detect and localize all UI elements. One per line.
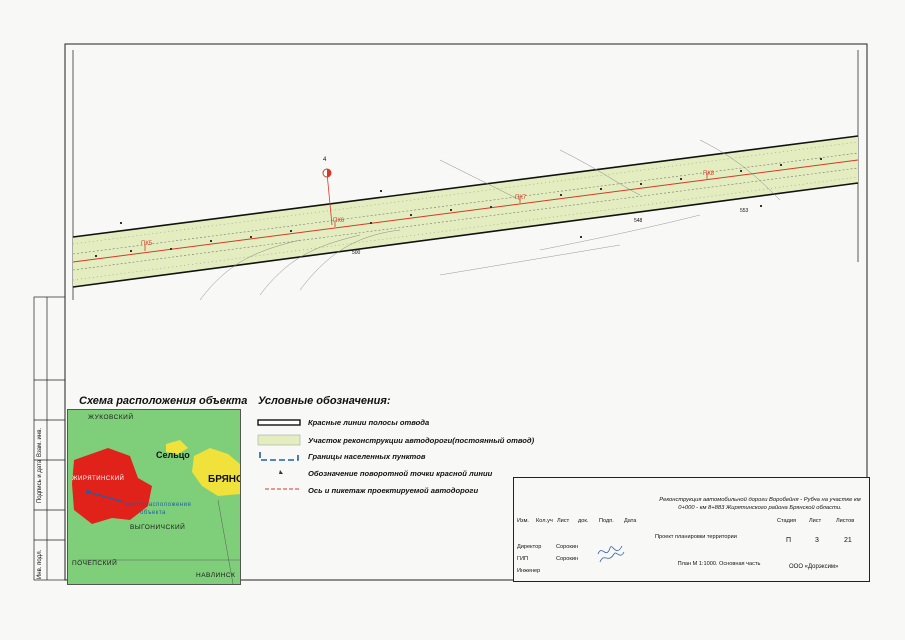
plan-scale: План М 1:1000. Основная часть — [677, 561, 761, 567]
legend-item-boundaries: Границы населенных пунктов — [308, 452, 426, 461]
sheet-value: 3 — [815, 537, 819, 544]
label-pochepsky: ПОЧЕПСКИЙ — [72, 560, 118, 567]
scheme-title: Схема расположения объекта — [79, 395, 248, 407]
side-inv: Инв. подл. — [37, 549, 43, 579]
label-object-location-2: объекта — [140, 510, 166, 516]
signature-icon — [597, 545, 625, 563]
header-doc: док. — [578, 518, 589, 524]
side-sign-date: Подпись и дата — [37, 459, 43, 503]
legend-item-red-lines: Красные линии полосы отвода — [308, 418, 430, 427]
label-navlinsky: НАВЛИНСК — [196, 572, 236, 579]
road-axis — [72, 159, 859, 263]
label-object-location-1: месторасположения — [126, 502, 192, 508]
company-name: ООО «Дорэксим» — [789, 564, 839, 570]
legend-title: Условные обозначения: — [258, 395, 391, 407]
name-director: Сорокин — [556, 544, 579, 550]
legend-boundary-icon — [259, 452, 299, 461]
map-shapes — [72, 440, 240, 584]
selco-area — [166, 440, 188, 454]
sheets-label: Листов — [836, 518, 855, 524]
legend-item-axis: Ось и пикетаж проектируемой автодороги — [308, 486, 479, 495]
legend-red-lines-icon — [257, 419, 301, 426]
label-bryansk: БРЯНС — [208, 474, 241, 485]
location-map[interactable]: ЖУКОВСКИЙ Сельцо БРЯНС ЖИРЯТИНСКИЙ место… — [67, 409, 241, 585]
sheets-value: 21 — [844, 537, 852, 544]
name-gip: Сорокин — [556, 556, 579, 562]
picket-7: ПК7 — [515, 195, 527, 201]
red-line-bottom — [72, 182, 859, 288]
project-title: Реконструкция автомобильной дороги Вороб… — [659, 497, 861, 511]
label-zhukovsky: ЖУКОВСКИЙ — [88, 414, 134, 421]
label-selco: Сельцо — [156, 450, 190, 460]
stage-value: П — [786, 537, 792, 544]
header-list: Лист — [557, 518, 570, 524]
legend-item-area: Участок реконструкции автодороги(постоян… — [308, 436, 535, 445]
header-sign: Подп. — [599, 518, 614, 524]
label-zhiryatinsky: ЖИРЯТИНСКИЙ — [72, 476, 125, 482]
side-stamp: Инв. подл. Подпись и дата Взам. инв. — [34, 297, 65, 580]
legend-item-turning-point: Обозначение поворотной точки красной лин… — [308, 469, 493, 478]
side-vzam: Взам. инв. — [37, 427, 43, 457]
section-title: Проект планировки территории — [655, 534, 737, 540]
sheet-label: Лист — [809, 518, 822, 524]
picket-8: ПК8 — [703, 171, 715, 177]
legend-area-icon — [257, 434, 301, 446]
header-izm: Изм. — [517, 518, 529, 524]
elev-548: 548 — [634, 218, 643, 224]
elev-553: 553 — [740, 208, 749, 214]
stage-label: Стадия — [777, 518, 797, 524]
label-vygonichsky: ВЫГОНИЧСКИЙ — [130, 524, 186, 531]
role-engineer: Инженер — [517, 568, 541, 574]
turning-point-number: 4 — [323, 157, 327, 163]
role-gip: ГИП — [517, 556, 529, 562]
role-director: Директор — [517, 544, 542, 550]
red-line-top — [72, 135, 859, 238]
zhiryatinsky-region — [72, 448, 152, 524]
picket-6: ПК6 — [333, 218, 345, 224]
legend-turning-point-icon — [279, 470, 283, 474]
header-kol: Кол.уч — [536, 518, 553, 524]
elev-500: 500 — [352, 250, 361, 256]
title-block: Реконструкция автомобильной дороги Вороб… — [513, 477, 870, 582]
picket-5: ПК5 — [141, 241, 153, 247]
header-date: Дата — [624, 518, 637, 524]
bryansk-area — [192, 448, 240, 496]
